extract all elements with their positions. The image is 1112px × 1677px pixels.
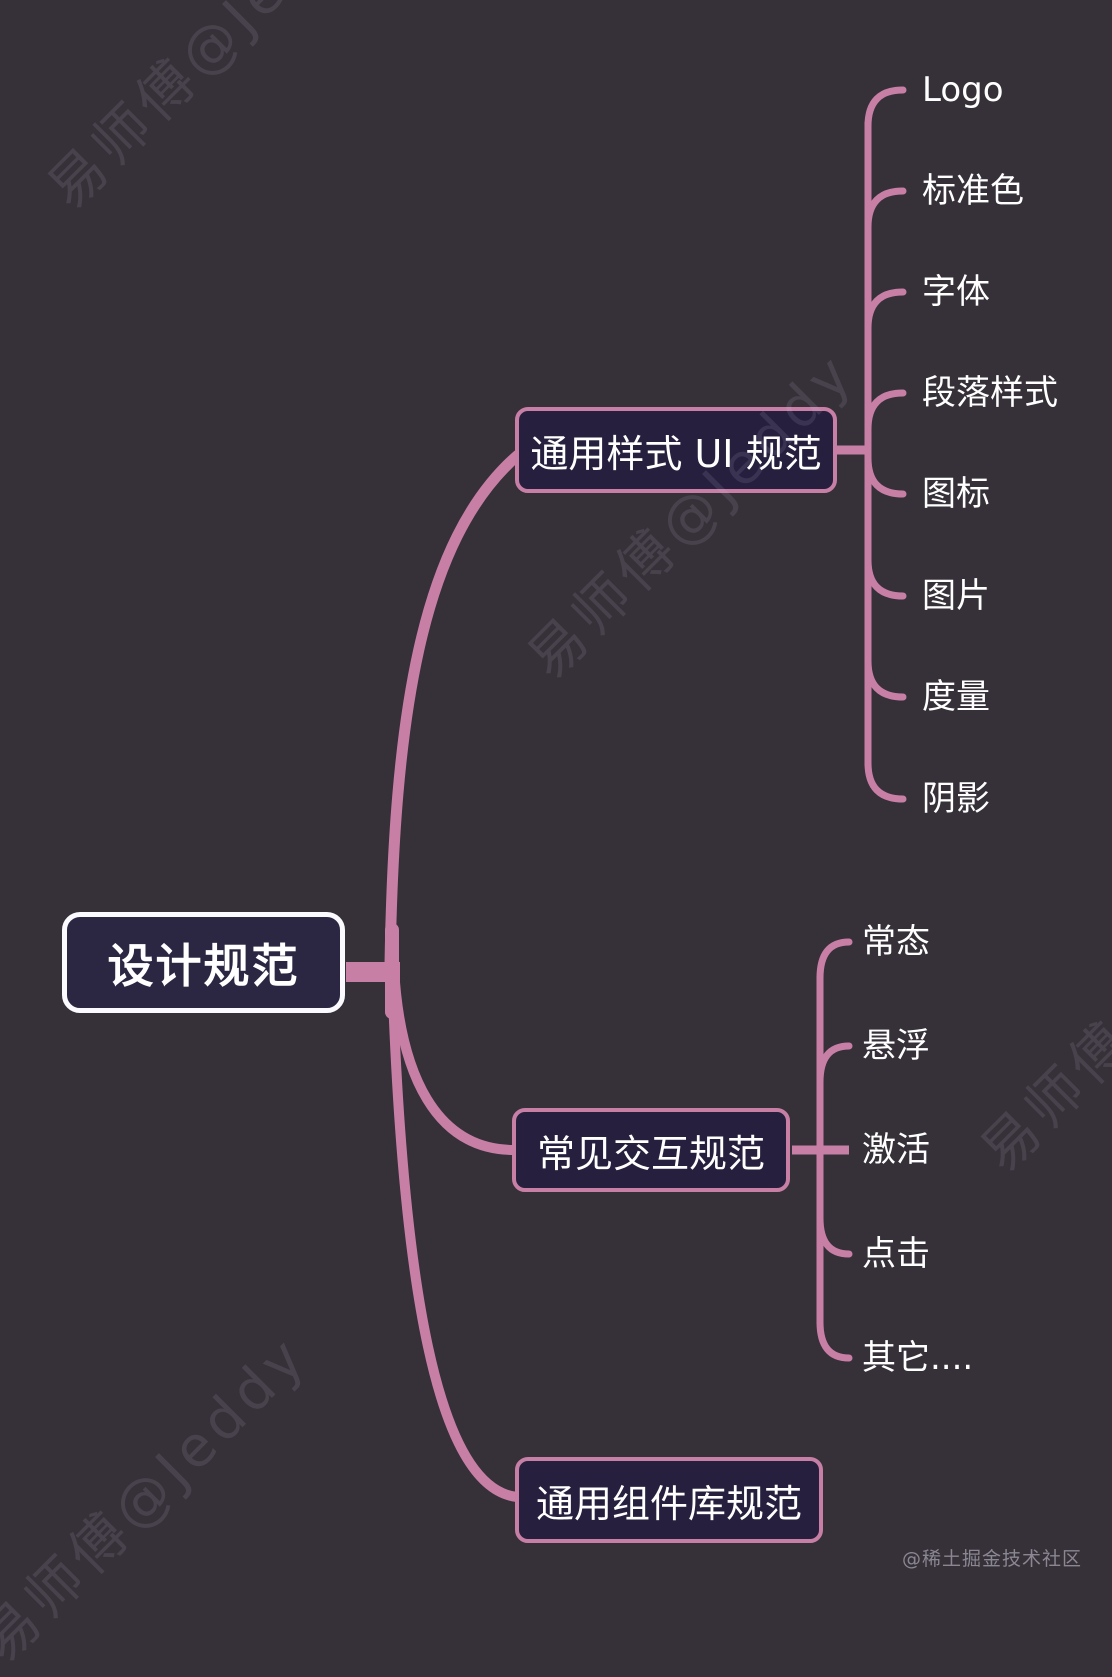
leaf-click[interactable]: 点击 [862,1234,930,1274]
hook-font [864,288,907,332]
curve-root-to-branch2 [389,963,519,1155]
curve-root-to-branch3 [387,963,522,1502]
hook-logo [864,86,907,130]
hook-image [864,556,907,600]
branch-node-common-interaction-spec[interactable]: 常见交互规范 [512,1108,790,1192]
hook-other [816,1318,853,1362]
branch3-label: 通用组件库规范 [535,1481,802,1526]
leaf-shadow[interactable]: 阴影 [922,779,990,819]
branch-node-general-ui-style-spec[interactable]: 通用样式 UI 规范 [515,407,837,493]
leaf-active[interactable]: 激活 [862,1130,930,1170]
leaf-icon[interactable]: 图标 [922,474,990,514]
hook-measure [864,657,907,701]
hook-standard-color [864,187,907,231]
hook-shadow [864,759,907,803]
community-credit-text: @稀土掘金技术社区 [901,1548,1082,1570]
leaf-image[interactable]: 图片 [922,576,990,616]
leaf-standard-color[interactable]: 标准色 [922,171,1024,211]
leaf-font[interactable]: 字体 [922,272,990,312]
hook-paragraph-style [864,389,907,433]
curve-root-to-branch1 [384,449,524,971]
leaf-measure[interactable]: 度量 [922,677,990,717]
leaf-hover[interactable]: 悬浮 [862,1026,930,1066]
branch1-label: 通用样式 UI 规范 [530,431,822,476]
hook-hover [816,1042,853,1086]
branch-node-general-component-lib-spec[interactable]: 通用组件库规范 [515,1457,823,1543]
leaf-other[interactable]: 其它.... [862,1338,974,1378]
hook-normal-state [816,938,853,982]
hook-icon [864,454,907,498]
root-node-label: 设计规范 [107,938,300,993]
hook-click [816,1214,853,1258]
connector-lines [346,86,907,1502]
root-node-design-spec[interactable]: 设计规范 [62,912,345,1013]
leaf-normal-state[interactable]: 常态 [862,922,930,962]
branch2-label: 常见交互规范 [536,1131,765,1176]
leaf-logo[interactable]: Logo [922,70,1004,110]
leaf-paragraph-style[interactable]: 段落样式 [922,373,1058,413]
